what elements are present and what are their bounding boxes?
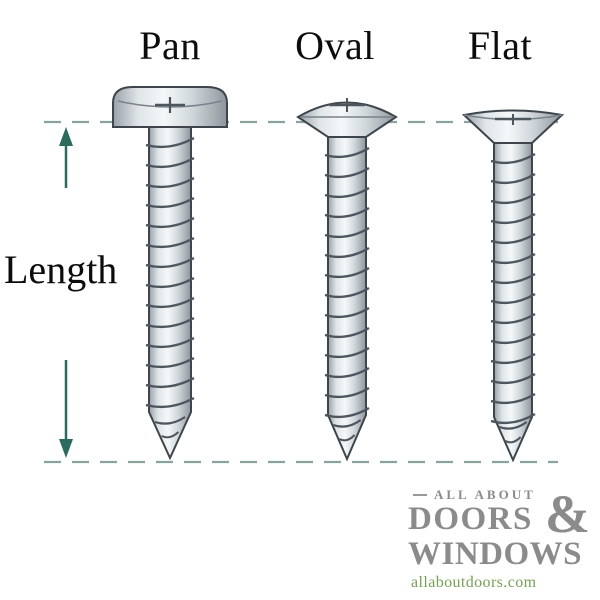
- pan-screw-label: Pan: [139, 23, 201, 68]
- oval-head-screw-illustration: [296, 98, 398, 462]
- logo-word-doors: DOORS: [408, 501, 533, 537]
- doors-windows-logo: ALL ABOUT DOORS WINDOWS & allaboutdoors.…: [408, 484, 590, 592]
- logo-tagline-text: ALL ABOUT: [434, 487, 536, 502]
- flat-head-screw-illustration: [461, 109, 565, 463]
- length-dimension-arrows: [59, 127, 73, 458]
- oval-screw-label: Oval: [295, 23, 375, 68]
- pan-head-screw-illustration: [112, 86, 228, 461]
- logo-website-link[interactable]: allaboutdoors.com: [411, 574, 537, 592]
- logo-ampersand: &: [545, 484, 590, 544]
- flat-screw-label: Flat: [467, 23, 533, 68]
- logo-word-windows: WINDOWS: [408, 535, 583, 572]
- length-label: Length: [4, 247, 118, 292]
- logo-tagline: ALL ABOUT: [408, 487, 588, 503]
- logo-rule-decoration: [413, 494, 427, 496]
